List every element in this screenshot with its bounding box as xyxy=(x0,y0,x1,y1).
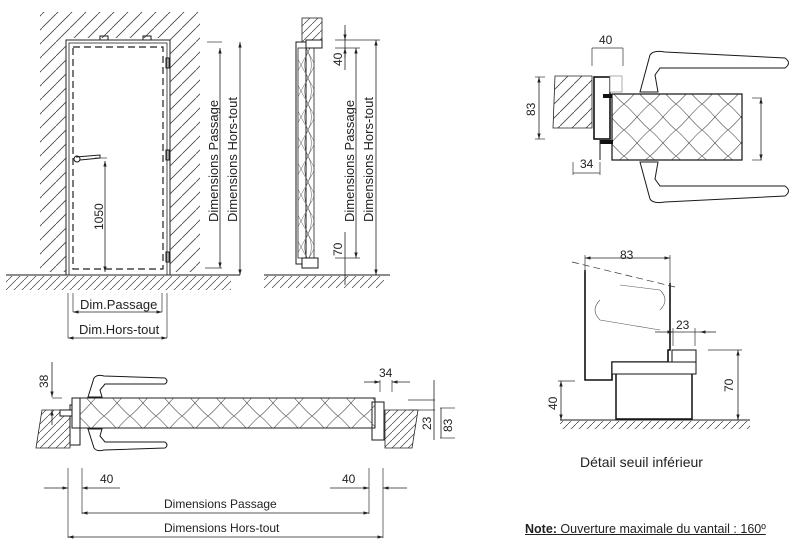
threshold-gap: 23 xyxy=(676,318,690,332)
threshold-frame-height: 40 xyxy=(546,396,560,410)
hinge-bottom xyxy=(165,251,170,263)
plan-handle-top-icon xyxy=(87,374,168,398)
door-frame-inner xyxy=(68,42,168,276)
hinge-leaf-offset: 34 xyxy=(580,157,594,171)
front-elevation-view: 1050 Dimensions Passage Dimensions Hors-… xyxy=(6,12,242,340)
door-leaf-dashed xyxy=(72,46,164,270)
plan-handle-bottom-icon xyxy=(87,428,168,452)
section-top-offset: 40 xyxy=(331,52,345,66)
threshold-detail: 83 23 70 40 Détail seuil inférieur xyxy=(546,248,750,470)
hinge-frame-width: 40 xyxy=(599,33,613,47)
vertical-section-view: 40 70 Dimensions Passage Dimensions Hors… xyxy=(264,17,390,288)
lever-handle-bottom-icon xyxy=(639,161,789,204)
front-dim-horstout-horizontal: Dim.Hors-tout xyxy=(79,322,160,337)
note-text: Ouverture maximale du vantail : 160º xyxy=(556,522,766,536)
hinge-top xyxy=(165,57,170,69)
section-bottom-offset: 70 xyxy=(331,242,345,256)
threshold-sill xyxy=(615,372,693,420)
note-label: Note: xyxy=(525,522,557,536)
wall-section xyxy=(552,75,593,129)
plan-frame-depth: 83 xyxy=(441,418,455,432)
section-dim-passage-label: Dimensions Passage xyxy=(342,100,357,222)
insulation-core xyxy=(297,47,315,259)
plan-handle-offset: 38 xyxy=(37,374,51,388)
wall-hatching xyxy=(40,12,200,272)
threshold-sill-height: 70 xyxy=(722,378,736,392)
hinge-frame-depth: 83 xyxy=(524,102,538,116)
plan-dim-horstout: Dimensions Hors-tout xyxy=(164,521,280,535)
plan-leaf xyxy=(79,397,376,429)
hinge-middle xyxy=(165,149,170,161)
plan-right-frame: 40 xyxy=(342,472,356,486)
plan-leaf-offset: 34 xyxy=(379,366,393,380)
plan-gap: 23 xyxy=(420,416,434,430)
leaf-insulation xyxy=(611,93,743,161)
door-frame xyxy=(65,39,171,276)
handle-height-label: 1050 xyxy=(92,203,106,230)
front-dim-passage-label: Dimensions Passage xyxy=(206,100,221,222)
front-dim-passage-horizontal: Dim.Passage xyxy=(80,297,157,312)
door-handle-icon xyxy=(73,154,101,163)
front-dim-horstout-label: Dimensions Hors-tout xyxy=(225,97,240,222)
opening-note: Note: Ouverture maximale du vantail : 16… xyxy=(525,522,766,536)
plan-left-frame: 40 xyxy=(100,472,114,486)
threshold-frame-depth: 83 xyxy=(620,248,634,262)
plan-dim-passage: Dimensions Passage xyxy=(164,497,277,511)
floor-hatching xyxy=(6,276,231,290)
section-dim-horstout-label: Dimensions Hors-tout xyxy=(361,97,376,222)
threshold-caption: Détail seuil inférieur xyxy=(580,454,703,470)
hinge-side-detail: 40 83 34 xyxy=(524,33,789,204)
frame-profile xyxy=(593,76,611,140)
plan-view: 38 34 23 83 40 40 Dimensions Passage Dim… xyxy=(35,362,455,539)
lever-handle-top-icon xyxy=(639,50,789,93)
